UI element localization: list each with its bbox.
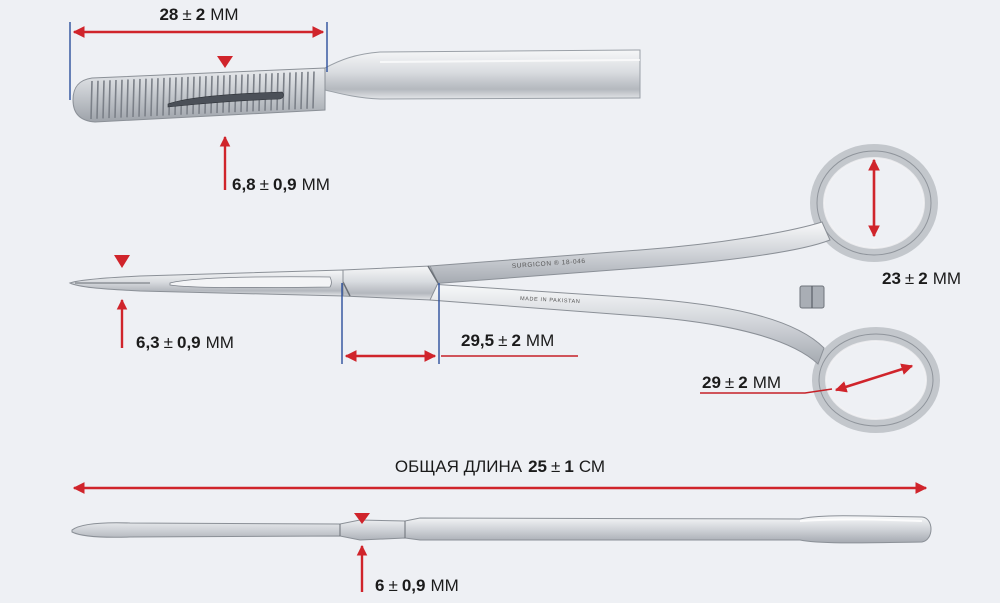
ring-outer-arrow bbox=[834, 363, 914, 393]
box-lock-edge bbox=[342, 281, 351, 297]
serration-groove bbox=[156, 78, 159, 116]
forceps-jaw-slot bbox=[169, 276, 332, 288]
serration-groove bbox=[216, 75, 219, 114]
shaft-highlight bbox=[379, 59, 641, 63]
serration-groove bbox=[144, 78, 147, 117]
serration-groove bbox=[240, 74, 243, 112]
serration-groove bbox=[90, 80, 93, 120]
serration-groove bbox=[198, 76, 201, 114]
serration-groove bbox=[312, 71, 315, 109]
serration-groove bbox=[300, 71, 303, 110]
box-lock-edge bbox=[427, 265, 439, 284]
ring-outer-leader bbox=[700, 388, 833, 394]
serration-groove bbox=[126, 79, 129, 118]
serration-groove bbox=[120, 79, 123, 118]
serration-groove bbox=[210, 75, 213, 114]
serration-groove bbox=[222, 75, 225, 113]
origin-engraving: MADE IN PAKISTAN bbox=[520, 296, 581, 305]
serration-groove bbox=[168, 77, 171, 116]
serration-groove bbox=[234, 74, 237, 113]
thickness-marker-top bbox=[354, 513, 370, 524]
upper-arm bbox=[429, 221, 831, 285]
serration-groove bbox=[264, 73, 267, 111]
serration-groove bbox=[252, 74, 255, 112]
serration-groove bbox=[258, 73, 261, 112]
serration-groove bbox=[228, 75, 231, 113]
jaw-width-marker-top bbox=[217, 56, 233, 68]
serration-groove bbox=[138, 78, 141, 117]
serration-groove bbox=[192, 76, 195, 115]
serration-groove bbox=[306, 71, 309, 109]
serration-groove bbox=[108, 80, 111, 119]
box-lock bbox=[335, 265, 439, 301]
upper-ring-highlight bbox=[823, 157, 925, 249]
serration-groove bbox=[276, 72, 279, 111]
lower-finger-ring bbox=[812, 327, 940, 433]
serration-groove bbox=[186, 76, 189, 115]
serration-groove bbox=[96, 80, 99, 119]
lower-arm bbox=[429, 283, 825, 365]
tip-width-marker-top bbox=[114, 255, 130, 268]
serration-groove bbox=[102, 80, 105, 119]
lower-ring-highlight bbox=[825, 340, 927, 420]
serration-groove bbox=[180, 77, 183, 115]
serration-groove bbox=[162, 77, 165, 116]
serration-groove bbox=[288, 72, 291, 110]
forceps-top-view bbox=[71, 515, 932, 544]
lower-ring-edge bbox=[818, 333, 934, 427]
top-view-body bbox=[71, 515, 932, 544]
serration-groove bbox=[114, 79, 117, 118]
serration-groove bbox=[246, 74, 249, 112]
jaw-slot bbox=[167, 91, 284, 108]
serration-groove bbox=[294, 72, 297, 110]
serration-groove bbox=[282, 72, 285, 110]
forceps-side-view: SURGICON ® 18-046 MADE IN PAKISTAN bbox=[68, 144, 940, 433]
jaw-closeup bbox=[72, 49, 641, 123]
serration-groove bbox=[132, 79, 135, 118]
serration-groove bbox=[204, 76, 207, 114]
serration-groove bbox=[174, 77, 177, 116]
serration-groove bbox=[270, 73, 273, 111]
jaw-shaft bbox=[324, 49, 641, 100]
serration-groove bbox=[150, 78, 153, 117]
top-view-highlight bbox=[799, 518, 923, 522]
jaw-serrations bbox=[90, 71, 315, 120]
upper-ring-edge bbox=[816, 150, 932, 256]
